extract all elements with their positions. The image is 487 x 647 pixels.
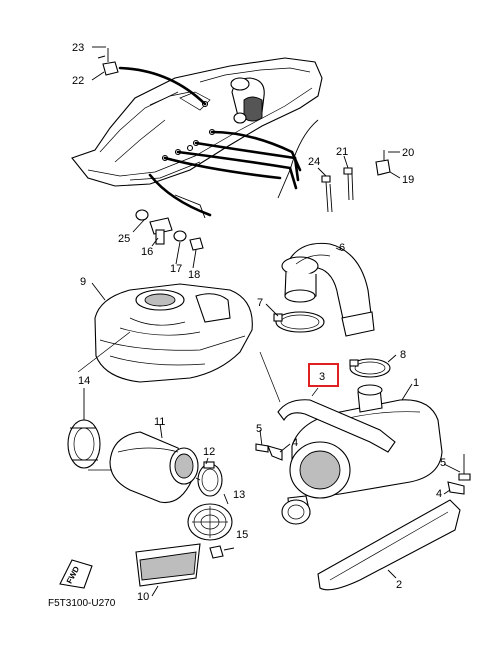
bracket-5-4-left — [255, 429, 291, 461]
watercraft-hull — [71, 57, 323, 187]
part-14-flange — [67, 388, 101, 469]
fitting-25-16-17-18 — [132, 209, 204, 269]
part-12-clamp — [197, 457, 223, 497]
callout-13[interactable]: 13 — [233, 489, 245, 501]
callout-11[interactable]: 11 — [154, 416, 165, 428]
callout-14[interactable]: 14 — [78, 375, 90, 387]
callout-1[interactable]: 1 — [413, 377, 419, 389]
callout-20[interactable]: 20 — [402, 147, 414, 159]
part-13-grille — [187, 493, 233, 541]
part-15-nut — [209, 545, 235, 559]
callout-12[interactable]: 12 — [203, 446, 215, 458]
callout-17[interactable]: 17 — [170, 263, 182, 275]
part-3-strap — [277, 387, 396, 453]
callout-15[interactable]: 15 — [236, 529, 248, 541]
callout-23[interactable]: 23 — [72, 42, 84, 54]
callout-24[interactable]: 24 — [308, 156, 320, 168]
assembly-guides — [77, 331, 281, 481]
callout-16[interactable]: 16 — [141, 246, 153, 258]
callout-5a[interactable]: 5 — [256, 423, 262, 435]
callout-2[interactable]: 2 — [396, 579, 402, 591]
fastener-19-20 — [375, 150, 401, 179]
callout-3[interactable]: 3 — [319, 371, 325, 383]
callout-6[interactable]: 6 — [339, 242, 345, 254]
callout-22[interactable]: 22 — [72, 75, 84, 87]
callout-25[interactable]: 25 — [118, 233, 130, 245]
rods-24-21 — [317, 155, 354, 213]
diagram-code: F5T3100-U270 — [48, 598, 116, 609]
bracket-5-4-right — [443, 454, 471, 495]
callout-4b[interactable]: 4 — [436, 488, 442, 500]
callout-4a[interactable]: 4 — [292, 437, 298, 449]
callout-21[interactable]: 21 — [336, 146, 348, 158]
part-11-tapered-pipe — [109, 423, 199, 504]
hoses — [118, 66, 302, 217]
part-6-elbow-pipe — [281, 242, 375, 337]
callout-19[interactable]: 19 — [402, 174, 414, 186]
fastener-23-22 — [91, 46, 119, 81]
part-9-muffler-box — [91, 282, 253, 383]
callout-7[interactable]: 7 — [257, 297, 263, 309]
callout-8[interactable]: 8 — [400, 349, 406, 361]
part-10-pad — [135, 543, 201, 597]
callout-9[interactable]: 9 — [80, 276, 86, 288]
part-2-guard — [317, 499, 461, 591]
part-7-clamp — [265, 303, 325, 333]
callout-10[interactable]: 10 — [137, 591, 149, 603]
fwd-arrow — [59, 559, 93, 589]
callout-18[interactable]: 18 — [188, 269, 200, 281]
callout-5b[interactable]: 5 — [440, 457, 446, 469]
part-8-clamp — [349, 354, 397, 378]
part-3-highlight-box — [308, 363, 339, 387]
